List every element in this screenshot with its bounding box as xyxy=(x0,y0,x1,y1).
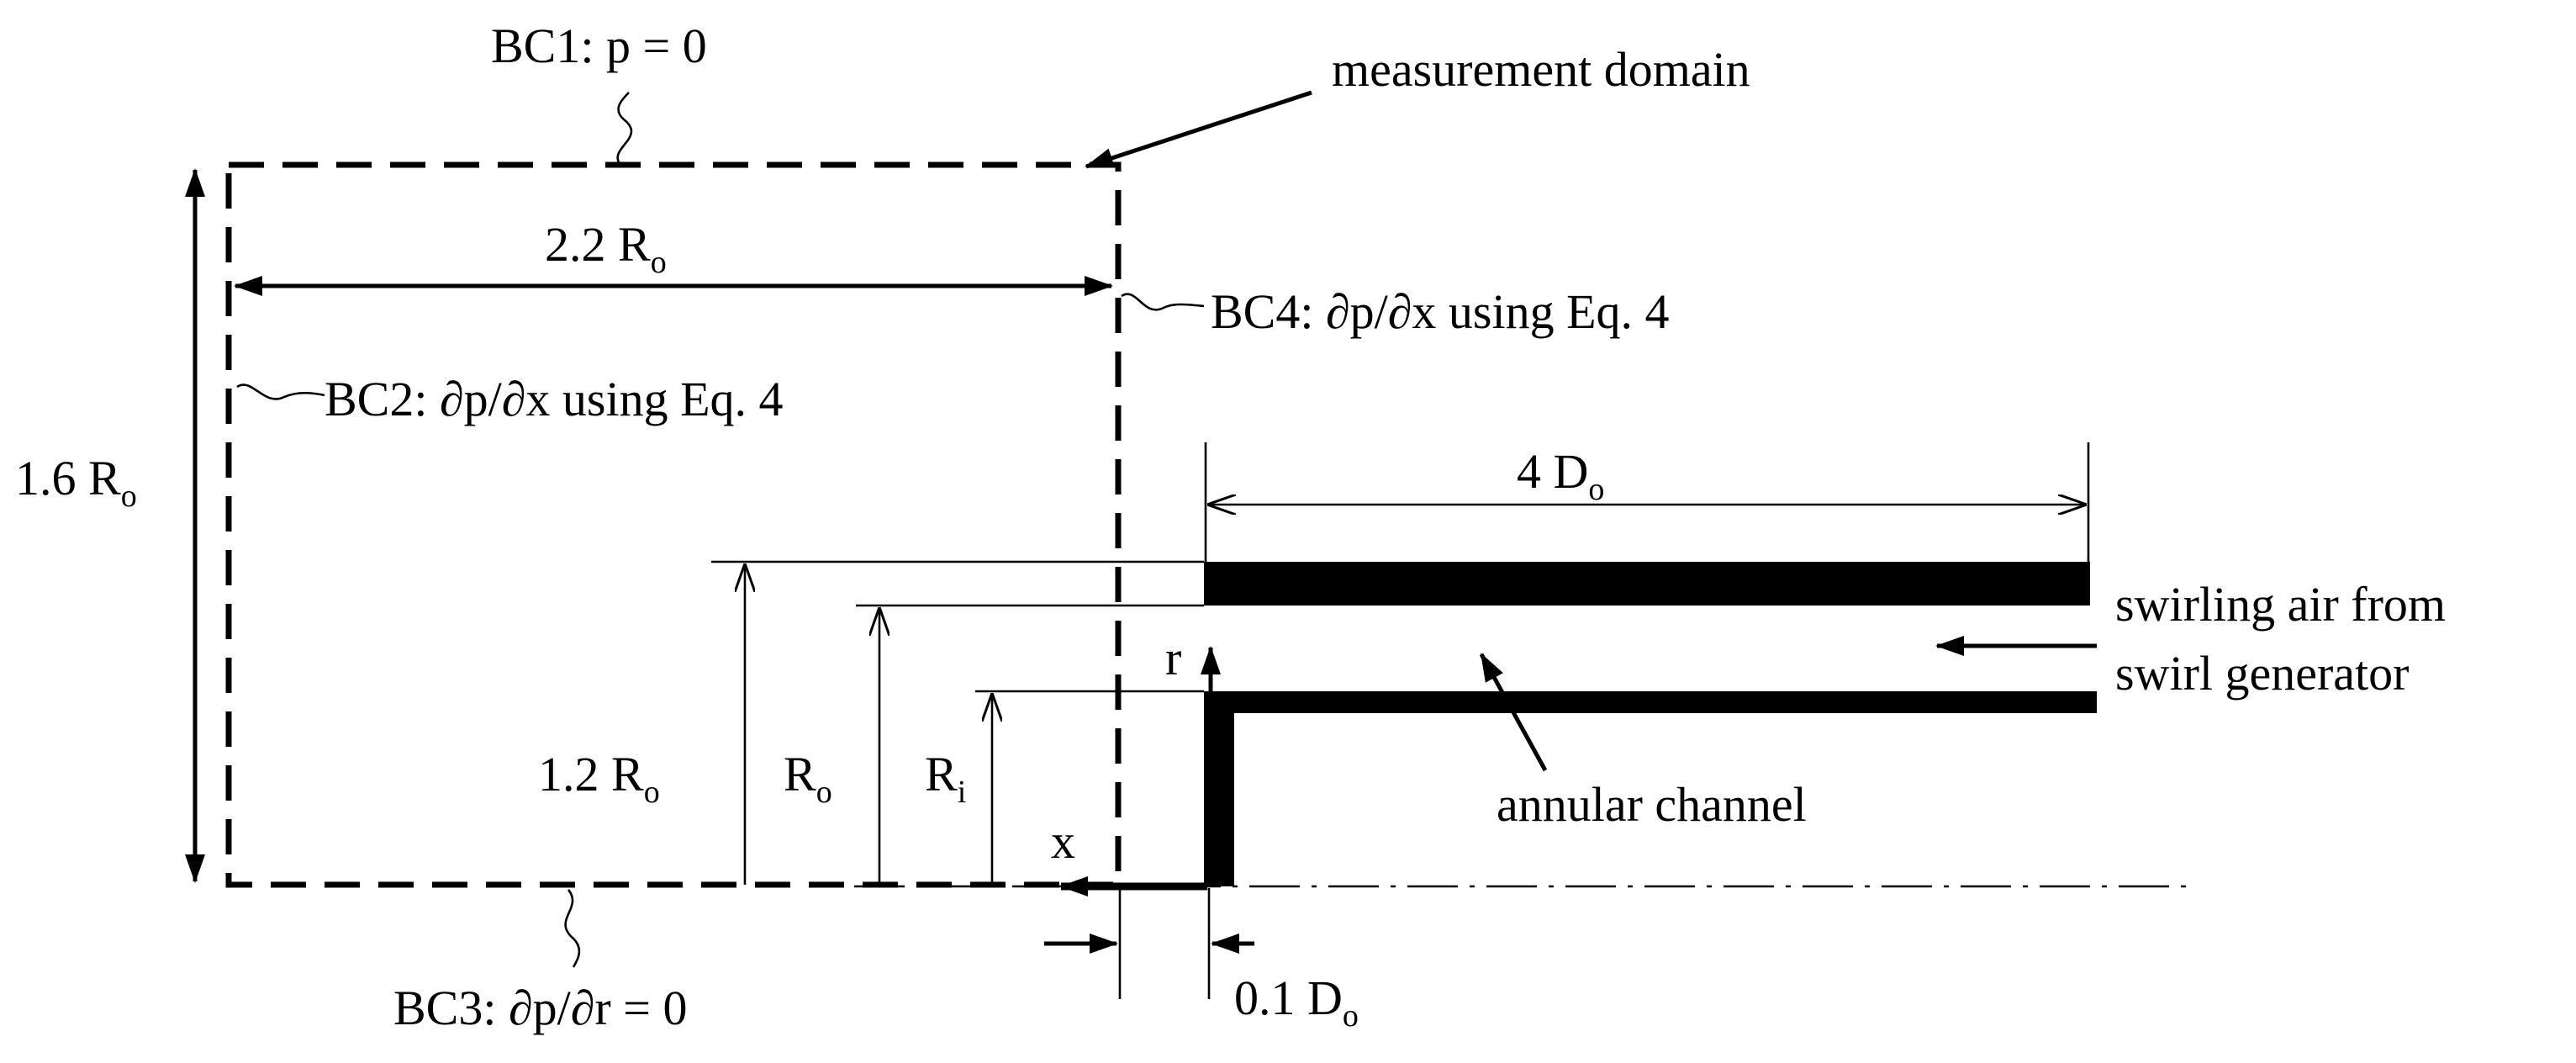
swirl-text-line1: swirling air from xyxy=(2115,577,2446,632)
inner-wall-horizontal xyxy=(1204,691,2097,713)
gap-dimension-label: 0.1 Do xyxy=(1234,970,1359,1034)
length-dimension-label: 4 Do xyxy=(1517,444,1604,507)
height-dimension-label: 1.6 Ro xyxy=(15,451,137,514)
bc4-label: BC4: ∂p/∂x using Eq. 4 xyxy=(1211,284,1670,339)
measurement-domain-box xyxy=(225,161,1122,888)
bc4-leader xyxy=(1121,293,1205,311)
annular-channel-label: annular channel xyxy=(1497,777,1807,832)
x-axis-label: x xyxy=(1051,814,1075,869)
bc2-label: BC2: ∂p/∂x using Eq. 4 xyxy=(325,372,784,426)
bc1-label: BC1: p = 0 xyxy=(491,19,707,73)
bc1-leader xyxy=(616,92,633,166)
ri-label: Ri xyxy=(925,747,966,810)
ro-label: Ro xyxy=(784,747,832,810)
bc2-leader xyxy=(236,383,325,400)
bc3-leader xyxy=(564,889,581,968)
bc3-label: BC3: ∂p/∂r = 0 xyxy=(393,981,687,1035)
annular-channel-leader xyxy=(1479,653,1548,772)
outer-wall xyxy=(1204,562,2090,606)
centerbody-face xyxy=(1204,691,1234,886)
measurement-domain-label: measurement domain xyxy=(1332,42,1750,97)
swirl-text-line2: swirl generator xyxy=(2115,646,2409,701)
measurement-domain-leader xyxy=(1085,90,1312,169)
r-axis-label: r xyxy=(1165,631,1181,685)
width-dimension-label: 2.2 Ro xyxy=(545,217,667,280)
outer-dimension-label: 1.2 Ro xyxy=(538,747,660,810)
